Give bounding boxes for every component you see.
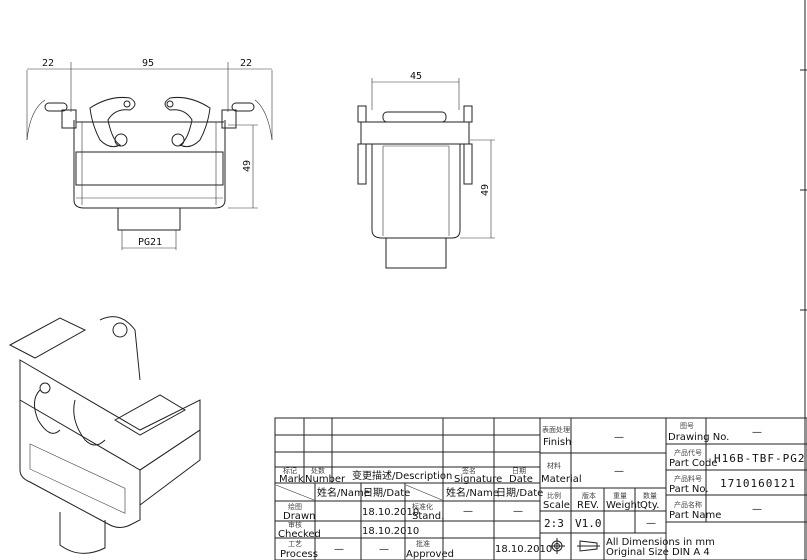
- rev-label-cn: 版本: [582, 491, 596, 500]
- part-no-value: 1710160121: [720, 477, 796, 490]
- drawing-no-label: Drawing No.: [668, 432, 729, 443]
- material-value: —: [614, 466, 624, 477]
- date-label: Date: [509, 474, 533, 485]
- dim-front-width: 95: [142, 58, 154, 69]
- process-name: —: [334, 544, 344, 555]
- material-label-cn: 材料: [547, 461, 561, 470]
- stand-date: —: [513, 506, 523, 517]
- drawn-label: Drawn: [283, 511, 315, 522]
- dims-note-1: All Dimensions in mm: [606, 537, 715, 548]
- description-header: 变更描述/Description: [352, 469, 452, 482]
- date-header-2: 日期/Date: [496, 487, 543, 499]
- approved-label-cn: 批准: [416, 539, 430, 548]
- weight-label-cn: 重量: [613, 492, 627, 500]
- part-name-value: —: [752, 504, 762, 515]
- date-label-cn: 日期: [512, 467, 526, 475]
- stand-name: —: [463, 506, 473, 517]
- checked-date: 18.10.2010: [362, 526, 419, 537]
- process-date: —: [379, 544, 389, 555]
- approved-date: 18.10.2010: [495, 544, 552, 555]
- dim-side-width: 45: [410, 71, 422, 82]
- scale-label: Scale: [543, 500, 570, 511]
- part-code-label-cn: 产品代号: [674, 448, 702, 457]
- name-header: 姓名/Name: [317, 486, 370, 499]
- weight-label: Weight: [606, 500, 641, 511]
- rev-value: V1.0: [575, 517, 602, 530]
- drawing-no-value: —: [752, 427, 762, 438]
- drawn-label-cn: 绘图: [288, 502, 302, 511]
- dim-front-left: 22: [42, 58, 54, 69]
- drawing-no-label-cn: 图号: [680, 422, 694, 430]
- part-name-label-cn: 产品名称: [674, 500, 702, 509]
- isometric-view: [8, 316, 201, 554]
- signature-label: Signature: [454, 474, 502, 485]
- part-no-label: Part No.: [669, 484, 709, 495]
- process-label: Process: [280, 549, 318, 560]
- stand-label-cn: 标准化: [412, 502, 433, 511]
- date-header: 日期/Date: [363, 487, 410, 499]
- qty-label: Qty.: [640, 500, 659, 511]
- number-label: Number: [305, 474, 346, 485]
- qty-label-cn: 数量: [643, 491, 657, 500]
- checked-label-cn: 审核: [288, 520, 302, 529]
- title-block: [274, 417, 807, 560]
- part-no-label-cn: 产品料号: [674, 474, 702, 483]
- name-header-2: 姓名/Name: [446, 486, 499, 499]
- dim-front-right: 22: [240, 58, 252, 69]
- part-info: 表面处理 Finish — 材料 Material — 比例 Scale 2:3…: [541, 422, 807, 558]
- scale-value: 2:3: [544, 517, 564, 530]
- finish-label-cn: 表面处理: [542, 425, 570, 434]
- number-label-cn: 处数: [311, 466, 325, 475]
- approved-label: Approved: [406, 549, 454, 560]
- finish-value: —: [614, 432, 624, 443]
- dim-side-height: 49: [480, 184, 491, 196]
- dims-note-2: Original Size DIN A 4: [606, 547, 710, 558]
- stand-label: Stand.: [412, 511, 444, 522]
- signature-label-cn: 签名: [462, 466, 476, 475]
- mark-label-cn: 标记: [283, 466, 297, 475]
- qty-value: —: [646, 518, 656, 529]
- cone-projection-icon: [577, 540, 600, 552]
- dim-front-height: 49: [242, 160, 253, 172]
- finish-label: Finish: [543, 437, 571, 448]
- mark-label: Mark: [279, 474, 304, 485]
- side-view: 45 49: [357, 71, 495, 269]
- part-code-label: Part Code: [669, 458, 718, 469]
- front-view: 22 95 22 PG21 49: [26, 58, 273, 250]
- scale-label-cn: 比例: [547, 491, 561, 500]
- rev-label: REV.: [577, 500, 599, 511]
- drawn-date: 18.10.2010: [362, 507, 419, 518]
- part-name-label: Part Name: [669, 510, 721, 521]
- first-angle-projection-icon: [549, 538, 565, 554]
- dim-thread: PG21: [138, 237, 162, 248]
- part-code-value: H16B-TBF-PG21: [714, 452, 807, 465]
- revision-table: 标记 Mark 处数 Number 变更描述/Description 签名 Si…: [278, 466, 552, 560]
- material-label: Material: [541, 474, 582, 485]
- checked-label: Checked: [278, 529, 321, 540]
- process-label-cn: 工艺: [288, 540, 302, 548]
